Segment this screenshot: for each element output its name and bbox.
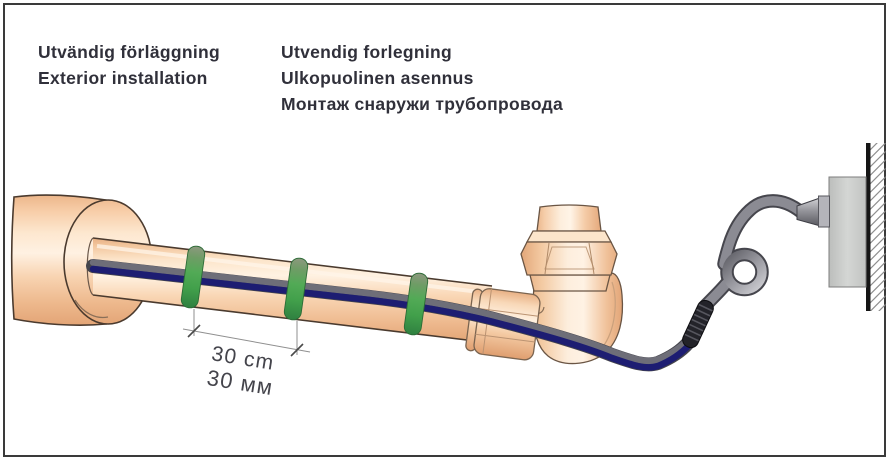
label-norwegian: Utvendig forlegning [281,42,452,62]
splice-sleeve-ribs [684,303,713,342]
cable-gland [796,195,830,228]
wall-line [866,143,871,311]
union-nut-rim [525,230,613,243]
wall-hatching [870,143,886,311]
supply-cable-run [719,196,806,269]
dimension-line [182,328,311,353]
heating-cable [86,259,695,372]
fixing-tape-band [283,257,309,321]
elbow-ring [529,274,611,292]
label-finnish: Ulkopuolinen asennus [281,68,474,88]
gland-flange [818,195,830,228]
dimension-ticks [187,324,304,357]
label-russian: Монтаж снаружи трубопровода [281,94,563,114]
cable-loop [722,249,767,295]
label-english: Exterior installation [38,68,208,88]
pipe-elbow-assembly [465,204,624,365]
collar-face-inner-line [74,299,109,319]
heating-cable-gray-stripe [89,259,692,365]
wall-section [828,143,886,311]
fixing-tape-bands [180,245,429,336]
label-swedish: Utvändig förläggning [38,42,220,62]
supply-cable [699,194,808,312]
splice-sleeve-body [682,299,714,349]
header-labels: Utvändig förläggning Exterior installati… [38,42,563,114]
elbow-shading-line [601,281,616,349]
fixing-tape-band [403,272,429,336]
fixing-tape-band [180,245,206,309]
junction-box [828,176,867,288]
union-nut-facet [544,246,595,270]
cable-splice-sleeve [682,299,714,349]
heating-cable-navy-core [89,265,693,371]
vertical-pipe [536,204,602,232]
